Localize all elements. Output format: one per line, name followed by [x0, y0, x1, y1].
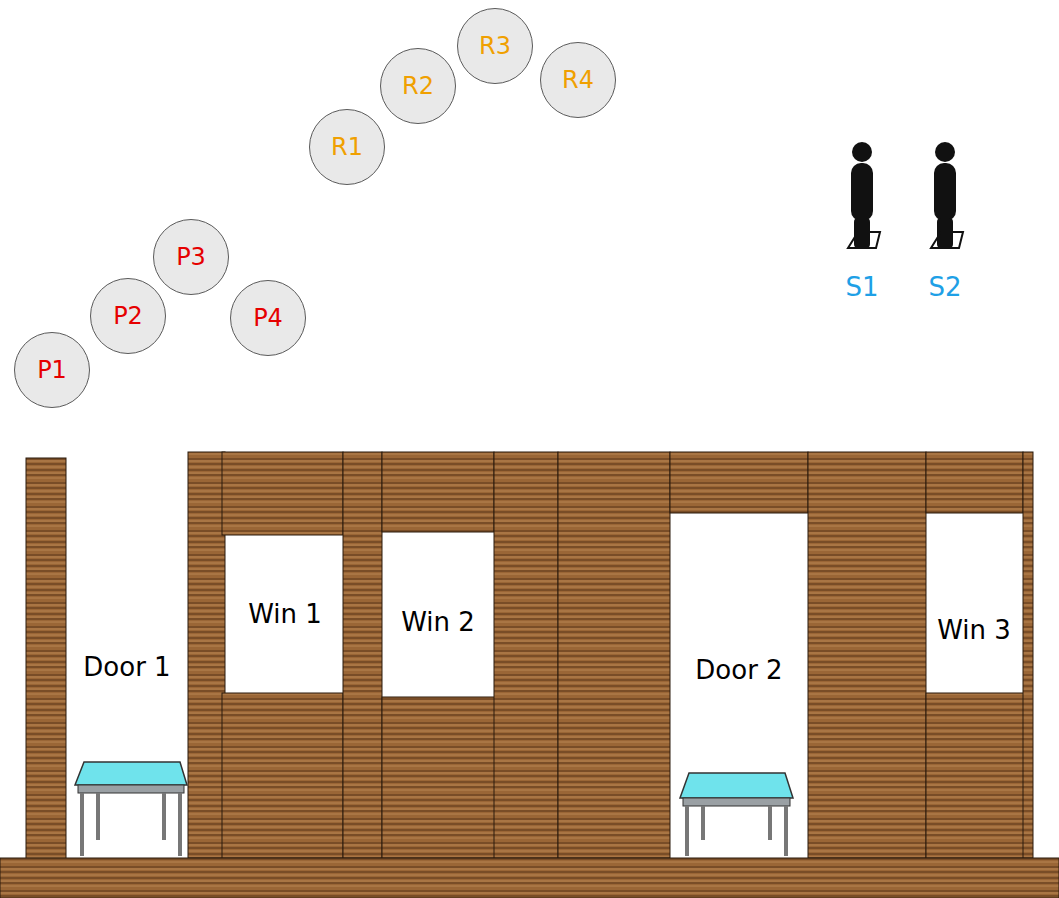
circle-label: P2: [113, 304, 143, 328]
window-label: Win 3: [937, 617, 1011, 643]
circle-label: P1: [37, 358, 67, 382]
door-label: Door 1: [83, 654, 170, 680]
circle-label: R1: [331, 135, 363, 159]
wall-post: [188, 452, 225, 858]
table: [680, 773, 793, 856]
wall-post: [494, 452, 558, 858]
wall-post: [1023, 452, 1033, 858]
position-circle: P4: [230, 280, 306, 356]
window-label: Win 1: [248, 601, 322, 627]
table: [75, 762, 187, 856]
door-label: Door 2: [695, 657, 782, 683]
circle-label: R2: [402, 74, 434, 98]
wall-panel: [808, 452, 926, 858]
wall-panel: [558, 452, 670, 858]
position-circle: R1: [309, 109, 385, 185]
person-label: S2: [928, 274, 961, 300]
person-silhouette: [848, 142, 880, 248]
wall-panel: [382, 452, 494, 532]
circle-label: R4: [562, 68, 594, 92]
circle-label: P3: [176, 245, 206, 269]
window-label: Win 2: [401, 609, 475, 635]
person-label: S1: [845, 274, 878, 300]
position-circle: R2: [380, 48, 456, 124]
position-circle: R4: [540, 42, 616, 118]
wall-panel: [926, 693, 1030, 858]
wall-panel: [222, 452, 343, 535]
position-circle: R3: [457, 8, 533, 84]
wall-panel: [222, 693, 343, 858]
person-silhouette: [931, 142, 963, 248]
wall-post: [26, 458, 66, 862]
wall-panel: [926, 452, 1023, 513]
position-circle: P3: [153, 219, 229, 295]
position-circle: P1: [14, 332, 90, 408]
floor: [0, 858, 1059, 898]
door-lintel: [670, 452, 808, 513]
wall-post: [343, 452, 382, 858]
position-circle: P2: [90, 278, 166, 354]
circle-label: R3: [479, 34, 511, 58]
circle-label: P4: [253, 306, 283, 330]
